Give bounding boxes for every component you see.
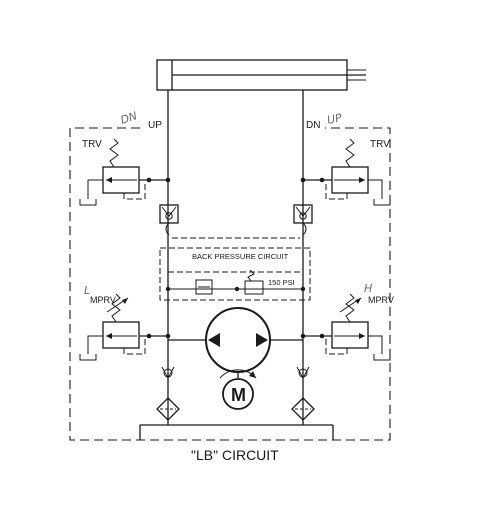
psi-label: 150 PSI bbox=[268, 278, 295, 287]
motor-label: M bbox=[231, 385, 246, 405]
trv-right-label: TRV bbox=[370, 139, 390, 150]
mprv-right-valve: MPRV H bbox=[300, 282, 394, 361]
circuit-title: "LB" CIRCUIT bbox=[191, 447, 279, 463]
filter-left bbox=[156, 397, 180, 421]
hydraulic-cylinder bbox=[156, 59, 366, 91]
motor: M bbox=[219, 369, 257, 410]
check-valve-left bbox=[159, 204, 179, 236]
handwritten-up: UP bbox=[326, 111, 343, 127]
trv-left-label: TRV bbox=[82, 139, 102, 150]
dn-label: DN bbox=[306, 120, 320, 131]
back-pressure-label: BACK PRESSURE CIRCUIT bbox=[192, 252, 289, 261]
check-valve-right bbox=[293, 204, 313, 236]
handwritten-dn: DN bbox=[119, 109, 139, 127]
filter-right bbox=[291, 397, 315, 421]
circuit-boundary bbox=[69, 127, 391, 441]
check-valve-lower-right bbox=[296, 366, 310, 380]
back-pressure-circuit: BACK PRESSURE CIRCUIT 150 PSI bbox=[159, 247, 311, 301]
trv-right-valve: TRV bbox=[300, 138, 391, 206]
up-label: UP bbox=[148, 120, 162, 131]
mprv-left-valve: MPRV L bbox=[79, 284, 171, 361]
handwritten-l: L bbox=[84, 284, 90, 297]
pump bbox=[168, 307, 303, 378]
trv-left-valve: TRV bbox=[79, 138, 171, 206]
check-valve-lower-left bbox=[161, 366, 175, 380]
mprv-left-label: MPRV bbox=[90, 295, 116, 305]
handwritten-h: H bbox=[364, 282, 372, 295]
mprv-right-label: MPRV bbox=[368, 295, 394, 305]
